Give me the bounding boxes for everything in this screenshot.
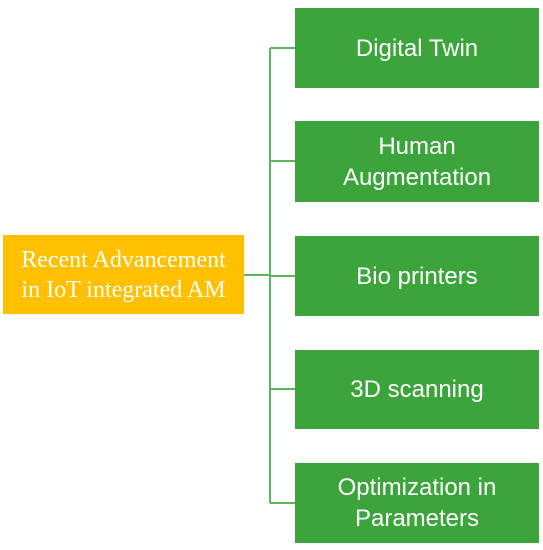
branch-node-optimization-in-parameters: Optimization in Parameters <box>295 463 539 543</box>
branch-node-label-line-2: Parameters <box>354 505 480 532</box>
branch-node-digital-twin: Digital Twin <box>295 8 539 88</box>
branch-node-label-line-1: Human <box>378 132 456 160</box>
branch-node-label: 3D scanning <box>350 376 484 403</box>
root-node-line-1: Recent Advancement <box>21 246 226 273</box>
branch-node-human-augmentation: Human Augmentation <box>295 121 539 202</box>
root-node-line-2: in IoT integrated AM <box>21 276 226 303</box>
root-node: Recent Advancement in IoT integrated AM <box>3 235 244 314</box>
branch-node-label-line-1: Optimization in <box>337 474 497 501</box>
branch-node-bio-printers: Bio printers <box>295 236 539 316</box>
branch-node-label: Digital Twin <box>355 34 479 62</box>
branch-node-label-line-2: Augmentation <box>342 163 492 191</box>
branch-node-label: Bio printers <box>356 262 478 290</box>
branch-node-3d-scanning: 3D scanning <box>295 350 539 429</box>
